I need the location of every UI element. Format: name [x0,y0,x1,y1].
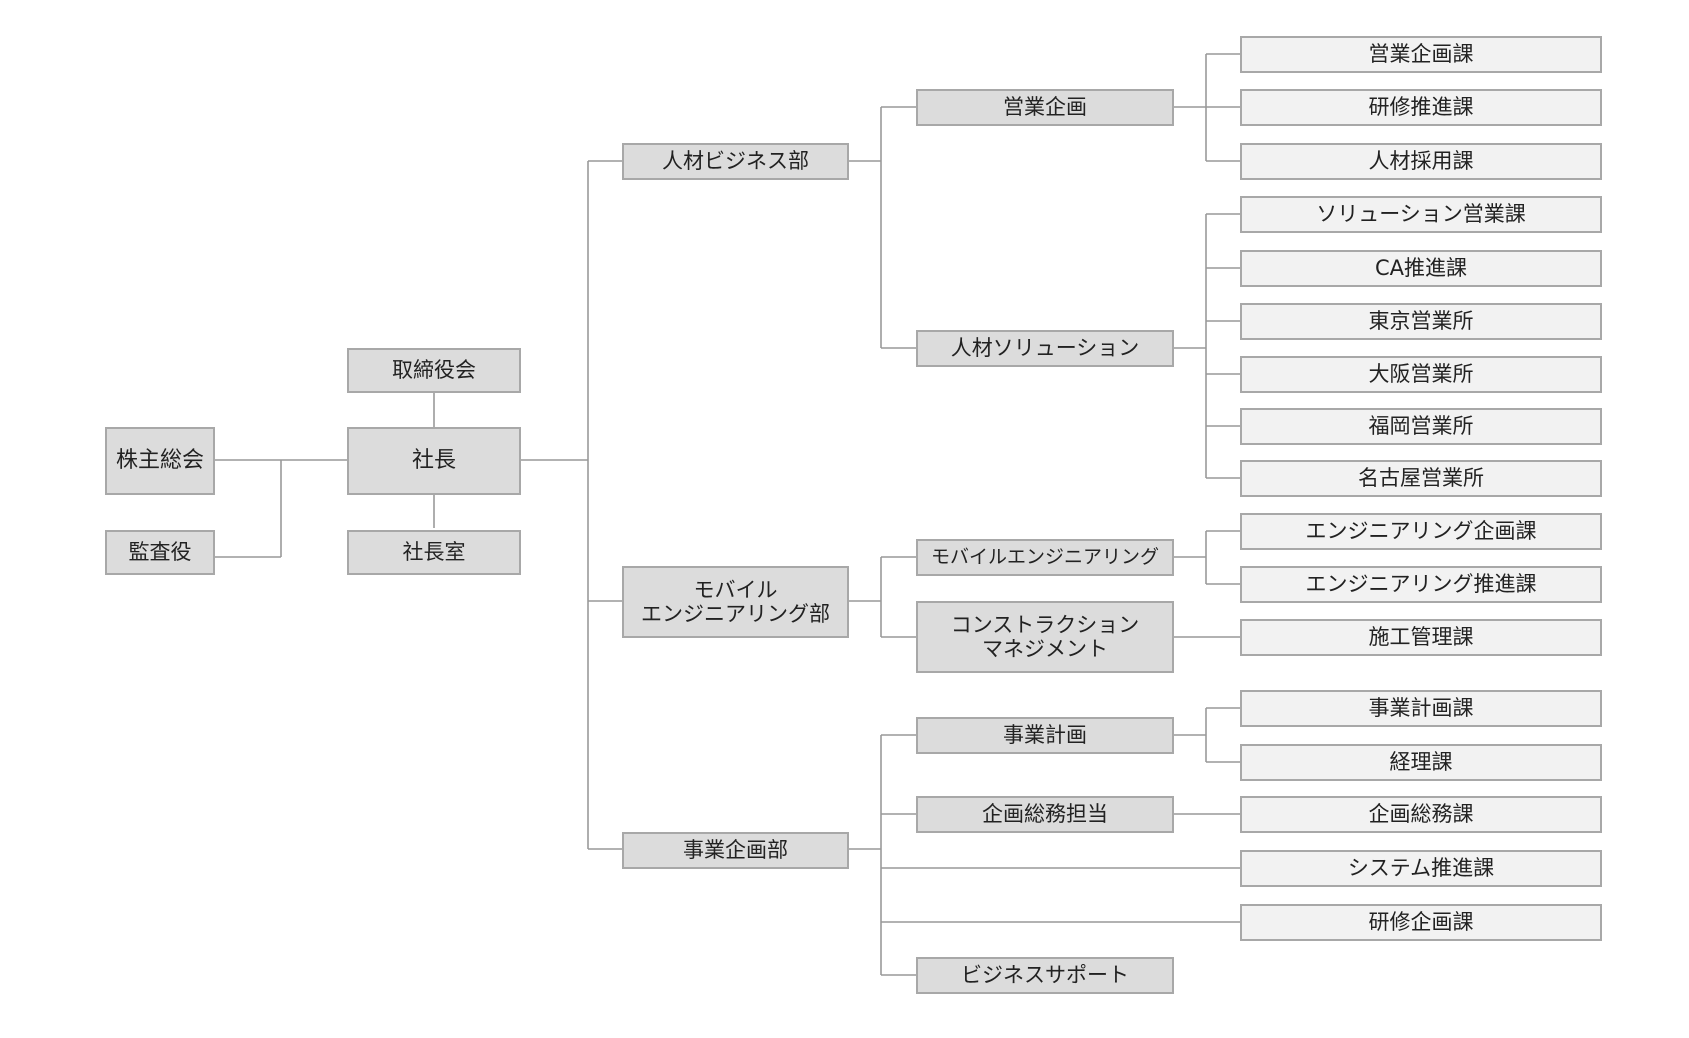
sales-planning-box: 営業企画 [916,89,1174,126]
planning-general-affairs-label: 企画総務担当 [982,802,1108,827]
shareholders-meeting-box: 株主総会 [105,427,215,495]
business-support-box: ビジネスサポート [916,957,1174,994]
hr-solution-box: 人材ソリューション [916,330,1174,367]
fukuoka-office-label: 福岡営業所 [1368,414,1474,439]
business-plan-section-label: 事業計画課 [1368,696,1474,721]
tokyo-office-box: 東京営業所 [1240,303,1602,340]
general-affairs-section-box: 企画総務課 [1240,796,1602,833]
training-promotion-section-box: 研修推進課 [1240,89,1602,126]
nagoya-office-label: 名古屋営業所 [1358,466,1484,491]
business-plan-box: 事業計画 [916,717,1174,754]
auditor-box: 監査役 [105,530,215,575]
business-planning-dept-box: 事業企画部 [622,832,849,869]
president-box: 社長 [347,427,521,495]
ca-promotion-section-box: CA推進課 [1240,250,1602,287]
engineering-planning-section-label: エンジニアリング企画課 [1305,519,1537,544]
system-promotion-section-label: システム推進課 [1347,856,1495,881]
hr-business-dept-label: 人材ビジネス部 [662,149,809,174]
osaka-office-box: 大阪営業所 [1240,356,1602,393]
fukuoka-office-box: 福岡営業所 [1240,408,1602,445]
planning-general-affairs-box: 企画総務担当 [916,796,1174,833]
solution-sales-section-box: ソリューション営業課 [1240,196,1602,233]
sales-planning-section-label: 営業企画課 [1368,42,1474,67]
construction-section-label: 施工管理課 [1368,625,1474,650]
hr-business-dept-box: 人材ビジネス部 [622,143,849,180]
board-of-directors-label: 取締役会 [392,358,476,383]
engineering-promotion-section-label: エンジニアリング推進課 [1305,572,1537,597]
sales-planning-section-box: 営業企画課 [1240,36,1602,73]
construction-management-box: コンストラクション マネジメント [916,601,1174,673]
mobile-engineering-box: モバイルエンジニアリング [916,539,1174,576]
auditor-label: 監査役 [128,540,192,565]
solution-sales-section-label: ソリューション営業課 [1316,202,1526,227]
general-affairs-section-label: 企画総務課 [1368,802,1474,827]
president-label: 社長 [411,448,456,474]
mobile-engineering-dept-label: モバイル エンジニアリング部 [641,577,830,626]
system-promotion-section-box: システム推進課 [1240,850,1602,887]
business-plan-section-box: 事業計画課 [1240,690,1602,727]
engineering-promotion-section-box: エンジニアリング推進課 [1240,566,1602,603]
ca-promotion-section-label: CA推進課 [1374,256,1468,281]
business-planning-dept-label: 事業企画部 [683,838,788,863]
training-planning-section-box: 研修企画課 [1240,904,1602,941]
training-promotion-section-label: 研修推進課 [1368,95,1474,120]
recruitment-section-label: 人材採用課 [1368,149,1474,174]
mobile-engineering-label: モバイルエンジニアリング [930,545,1159,568]
business-plan-label: 事業計画 [1003,723,1087,748]
president-office-label: 社長室 [402,540,466,565]
mobile-engineering-dept-box: モバイル エンジニアリング部 [622,566,849,638]
construction-section-box: 施工管理課 [1240,619,1602,656]
sales-planning-label: 営業企画 [1003,95,1087,120]
nagoya-office-box: 名古屋営業所 [1240,460,1602,497]
accounting-section-label: 経理課 [1389,750,1453,775]
recruitment-section-box: 人材採用課 [1240,143,1602,180]
training-planning-section-label: 研修企画課 [1368,910,1474,935]
president-office-box: 社長室 [347,530,521,575]
shareholders-meeting-label: 株主総会 [115,448,204,474]
hr-solution-label: 人材ソリューション [950,336,1140,361]
business-support-label: ビジネスサポート [961,963,1129,988]
construction-management-label: コンストラクション マネジメント [950,612,1140,661]
tokyo-office-label: 東京営業所 [1368,309,1474,334]
osaka-office-label: 大阪営業所 [1368,362,1474,387]
engineering-planning-section-box: エンジニアリング企画課 [1240,513,1602,550]
board-of-directors-box: 取締役会 [347,348,521,393]
accounting-section-box: 経理課 [1240,744,1602,781]
